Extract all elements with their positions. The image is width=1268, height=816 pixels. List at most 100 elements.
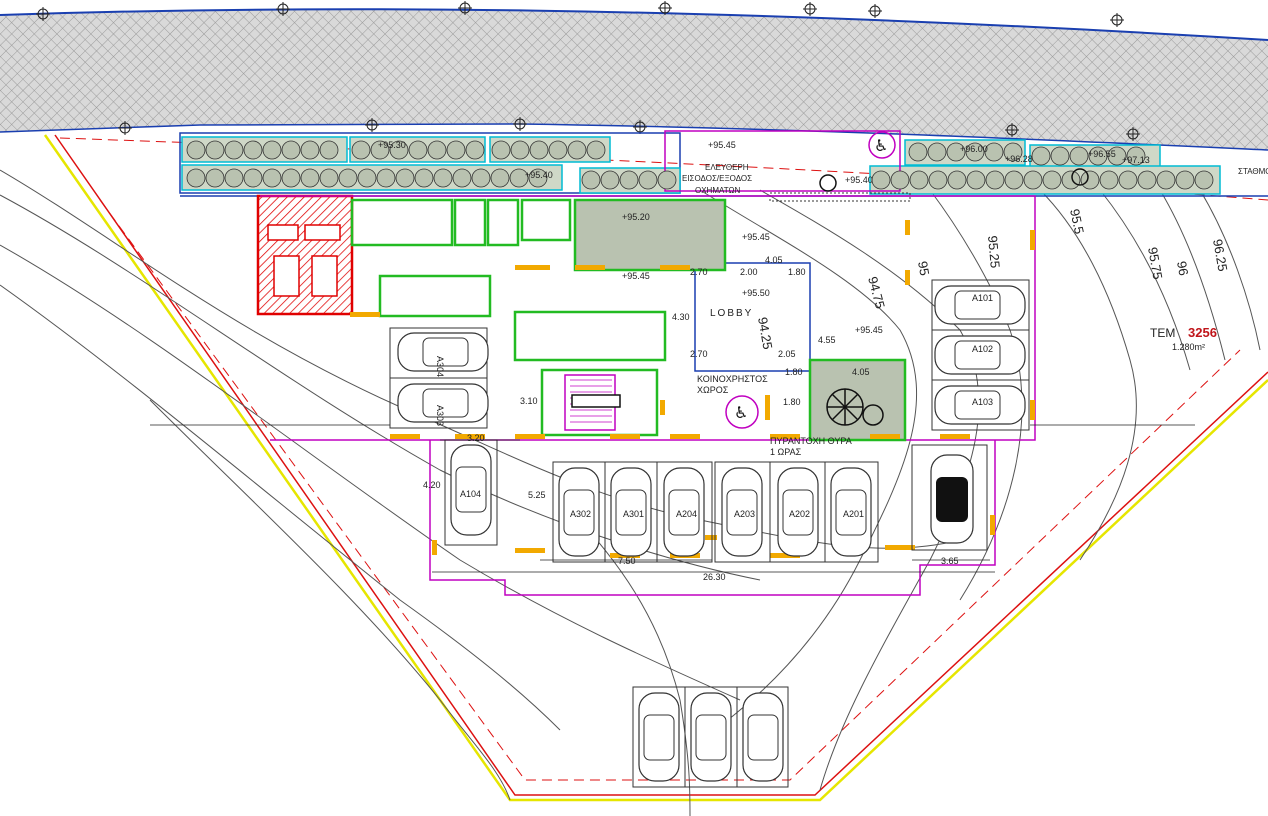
bush-icon: [1175, 170, 1195, 190]
stall-label: A303: [435, 405, 445, 426]
bush-icon: [446, 140, 466, 160]
bush-icon: [357, 168, 377, 188]
parking-labels: A101 A102 A103 A304 A303 A104 A302 A301 …: [435, 293, 993, 519]
dimension-label: 2.70: [690, 267, 708, 277]
bush-icon: [1069, 146, 1089, 166]
level-label: +95.50: [742, 288, 770, 298]
bush-icon: [414, 168, 434, 188]
fire-door-label: ΠΥΡΑΝΤΟΧΗ ΘΥΡΑ: [770, 436, 852, 446]
entrance-label: ΟΧΗΜΑΤΩΝ: [695, 186, 740, 195]
level-label: +96.00: [960, 144, 988, 154]
bush-icon: [205, 168, 225, 188]
bush-icon: [224, 140, 244, 160]
bush-icon: [1050, 146, 1070, 166]
bush-icon: [300, 140, 320, 160]
level-label: +95.40: [525, 170, 553, 180]
level-label: +95.45: [622, 271, 650, 281]
accessible-symbols: [725, 131, 896, 429]
common-space-label: ΚΟΙΝΟΧΡΗΣΤΟΣ: [697, 374, 768, 384]
dimension-label: 3.10: [520, 396, 538, 406]
bush-icon: [338, 168, 358, 188]
level-label: +96.55: [1088, 149, 1116, 159]
bush-icon: [1156, 170, 1176, 190]
contour-label: 96: [1174, 260, 1191, 277]
bush-icon: [529, 140, 549, 160]
dimension-label: 3.20: [467, 433, 485, 443]
level-label: +95.40: [845, 175, 873, 185]
stall-label: A304: [435, 356, 445, 377]
bush-icon: [1107, 146, 1127, 166]
bush-icon: [319, 140, 339, 160]
bush-icon: [395, 168, 415, 188]
bush-icon: [1023, 170, 1043, 190]
bush-icon: [186, 168, 206, 188]
bush-icon: [1137, 170, 1157, 190]
bush-icon: [1061, 170, 1081, 190]
bush-icon: [186, 140, 206, 160]
bush-icon: [1088, 146, 1108, 166]
room-labels: LOBBY ΚΟΙΝΟΧΡΗΣΤΟΣ ΧΩΡΟΣ ΠΥΡΑΝΤΟΧΗ ΘΥΡΑ …: [682, 163, 1268, 457]
common-space-label: ΧΩΡΟΣ: [697, 385, 729, 395]
machinery: [819, 168, 1089, 426]
fire-door-label: 1 ΩΡΑΣ: [770, 447, 802, 457]
bush-icon: [243, 140, 263, 160]
plot-area: 1.280m²: [1172, 342, 1205, 352]
dimension-label: 3.65: [941, 556, 959, 566]
bush-icon: [1080, 170, 1100, 190]
dimension-label: 2.00: [740, 267, 758, 277]
bush-icon: [262, 168, 282, 188]
dimension-label: 26.30: [703, 572, 726, 582]
stall-label: A201: [843, 509, 864, 519]
bush-icon: [491, 140, 511, 160]
bush-icon: [1126, 146, 1146, 166]
accessible-icon: ♿: [874, 136, 888, 155]
bush-icon: [465, 140, 485, 160]
bush-icon: [528, 168, 548, 188]
bush-icon: [389, 140, 409, 160]
bush-icon: [927, 142, 947, 162]
bush-icon: [300, 168, 320, 188]
vehicle-entrance: [769, 192, 911, 202]
dimension-label: 2.05: [778, 349, 796, 359]
contour-label: 95.25: [985, 235, 1003, 269]
level-label: +95.45: [742, 232, 770, 242]
bush-icon: [909, 170, 929, 190]
lobby-label: LOBBY: [710, 308, 753, 319]
bush-icon: [471, 168, 491, 188]
bush-icon: [509, 168, 529, 188]
bush-icon: [1118, 170, 1138, 190]
bush-icon: [985, 170, 1005, 190]
level-label: +96.28: [1005, 154, 1033, 164]
bush-icon: [1042, 170, 1062, 190]
bush-icon: [619, 170, 639, 190]
bush-icon: [908, 142, 928, 162]
stall-label: A204: [676, 509, 697, 519]
services-block: [256, 194, 354, 316]
bush-icon: [376, 168, 396, 188]
bush-icon: [205, 140, 225, 160]
road-area: [0, 8, 1268, 151]
dimension-label: 4.30: [672, 312, 690, 322]
plot-label: ΤΕΜ 3256 1.280m²: [1150, 325, 1217, 352]
dimension-label: 1.80: [783, 397, 801, 407]
bush-icon: [281, 168, 301, 188]
bush-icon: [1194, 170, 1214, 190]
survey-markers: [36, 1, 1140, 141]
bush-icon: [243, 168, 263, 188]
bush-icon: [871, 170, 891, 190]
level-label: +95.45: [855, 325, 883, 335]
stall-label: A203: [734, 509, 755, 519]
level-label: +95.20: [622, 212, 650, 222]
stall-label: A301: [623, 509, 644, 519]
bush-icon: [281, 140, 301, 160]
dimension-label: 1.80: [785, 367, 803, 377]
bush-icon: [638, 170, 658, 190]
bush-icon: [262, 140, 282, 160]
stall-label: A302: [570, 509, 591, 519]
bush-icon: [510, 140, 530, 160]
bush-icon: [427, 140, 447, 160]
bush-icon: [966, 170, 986, 190]
bush-icon: [490, 168, 510, 188]
bush-icon: [567, 140, 587, 160]
